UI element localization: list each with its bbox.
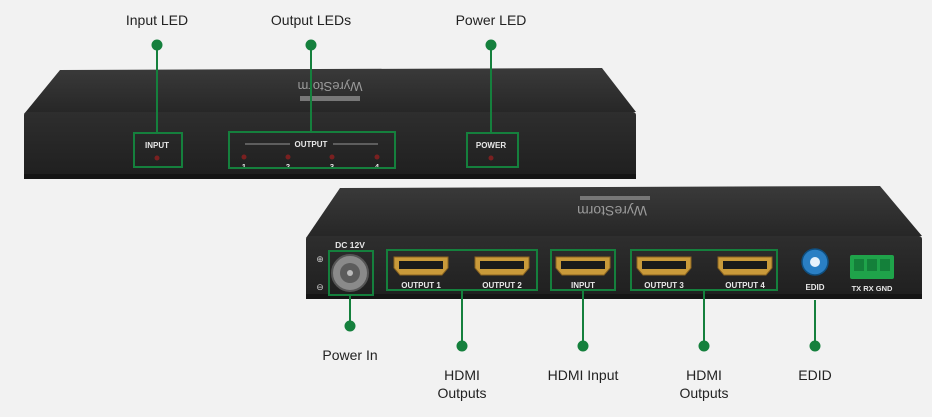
hdmi-port-socket-5 [723, 261, 767, 269]
hdmi-port-label-3: INPUT [571, 281, 595, 290]
leader-power-led-dot [485, 39, 497, 51]
front-output-led-4 [374, 154, 380, 160]
front-output-number-3: 3 [330, 162, 334, 171]
front-output-led-1 [241, 154, 247, 160]
callout-hdmi-outputs-left-line1: HDMI [444, 367, 480, 383]
leader-input-led-dot [151, 39, 163, 51]
hdmi-port-label-2: OUTPUT 2 [482, 281, 522, 290]
leader-power-in-dot [344, 320, 356, 332]
hdmi-ports: OUTPUT 1 OUTPUT 2 INPUT OUTPUT 3 OUTPUT 4 [393, 256, 773, 290]
front-top-brand: WyreStorm [298, 79, 363, 94]
callout-hdmi-outputs-right-line2: Outputs [679, 385, 729, 401]
front-unit: WyreStorm INPUT OUTPUT 1 2 3 4 POWER [24, 68, 636, 179]
hdmi-port-socket-1 [399, 261, 443, 269]
rear-top-brand: WyreStorm [577, 203, 647, 219]
front-output-number-4: 4 [375, 162, 380, 171]
highlight-power-led [466, 132, 519, 168]
terminal-slot-2 [867, 259, 877, 271]
terminal-slot-1 [854, 259, 864, 271]
front-output-number-2: 2 [286, 162, 290, 171]
callout-edid: EDID [798, 367, 832, 383]
front-top-barcode [300, 96, 360, 101]
front-input-led [154, 155, 160, 161]
front-output-led-3 [329, 154, 335, 160]
rear-top-barcode [580, 196, 650, 200]
callout-input-led: Input LED [125, 12, 189, 28]
rear-unit: WyreStorm ⊕ ⊖ DC 12V OUTPUT 1 OUTPUT 2 INP… [306, 186, 922, 299]
callout-leaders [151, 39, 821, 352]
hdmi-port-socket-2 [480, 261, 524, 269]
callout-power-led: Power LED [455, 12, 527, 28]
edid-dial-center [810, 257, 820, 267]
polarity-symbols-minus: ⊖ [316, 282, 324, 292]
front-output-leds: 1 2 3 4 [241, 154, 380, 171]
front-power-led [488, 155, 494, 161]
callout-hdmi-input: HDMI Input [547, 367, 619, 383]
rear-terminal-label: TX RX GND [852, 284, 893, 293]
leader-output-leds-dot [305, 39, 317, 51]
rear-edid-label: EDID [805, 283, 824, 292]
callout-output-leds: Output LEDs [270, 12, 352, 28]
rear-dc-label: DC 12V [335, 240, 365, 250]
leader-hdmi-outputs-right-dot [698, 340, 710, 352]
callout-hdmi-outputs-right-line1: HDMI [686, 367, 722, 383]
front-power-label: POWER [476, 141, 506, 150]
front-output-label: OUTPUT [295, 140, 328, 149]
terminal-slot-3 [880, 259, 890, 271]
front-unit-base [24, 174, 636, 179]
hdmi-port-socket-3 [561, 261, 605, 269]
front-unit-top [24, 68, 636, 114]
hdmi-port-label-4: OUTPUT 3 [644, 281, 684, 290]
rear-unit-top [306, 186, 922, 238]
front-input-label: INPUT [145, 141, 169, 150]
hdmi-port-label-5: OUTPUT 4 [725, 281, 765, 290]
dc-jack-pin [347, 270, 353, 276]
front-output-number-1: 1 [242, 162, 246, 171]
hdmi-port-socket-4 [642, 261, 686, 269]
callout-hdmi-outputs-left: HDMI Outputs [437, 366, 486, 402]
rear-unit-base [306, 294, 922, 299]
leader-hdmi-outputs-left-dot [456, 340, 468, 352]
leader-hdmi-input-dot [577, 340, 589, 352]
callout-hdmi-outputs-left-line2: Outputs [437, 385, 487, 401]
leader-edid-dot [809, 340, 821, 352]
front-unit-face [24, 112, 636, 178]
polarity-symbols: ⊕ [316, 254, 324, 264]
callout-power-in: Power In [322, 347, 378, 363]
callout-hdmi-outputs-right: HDMI Outputs [679, 366, 728, 402]
front-output-led-2 [285, 154, 291, 160]
hdmi-port-label-1: OUTPUT 1 [401, 281, 441, 290]
